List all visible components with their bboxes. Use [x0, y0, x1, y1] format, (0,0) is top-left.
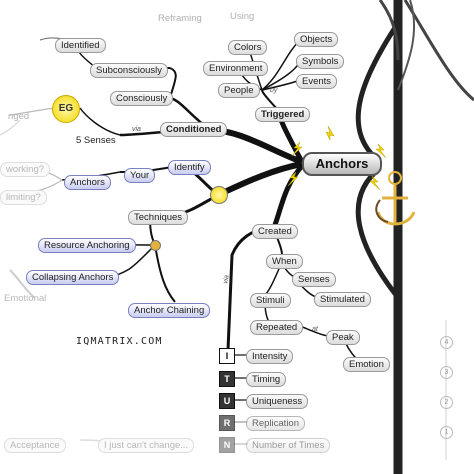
number-circle-3: 3 [440, 366, 453, 379]
node-replication[interactable]: Replication [246, 416, 305, 431]
connector-at: at [312, 326, 318, 333]
node-collapsing-anchors[interactable]: Collapsing Anchors [26, 270, 120, 285]
junction-dot-icon [150, 240, 161, 251]
node-senses[interactable]: Senses [292, 272, 336, 287]
node-your[interactable]: Your [124, 168, 156, 183]
node-uniqueness[interactable]: Uniqueness [246, 394, 309, 409]
iturn-letter-r: R [219, 415, 235, 431]
node-5-senses[interactable]: 5 Senses [76, 135, 116, 146]
node-events[interactable]: Events [296, 74, 338, 89]
node-people[interactable]: People [218, 83, 260, 98]
node-number-of-times[interactable]: Number of Times [246, 438, 331, 453]
anchor-icon [375, 171, 416, 226]
number-circle-1: 1 [440, 426, 453, 439]
node-peak[interactable]: Peak [326, 330, 360, 345]
faded-left-text: nged [8, 111, 30, 122]
node-anchor-chaining[interactable]: Anchor Chaining [128, 303, 211, 318]
node-stimuli[interactable]: Stimuli [250, 293, 291, 308]
node-identified[interactable]: Identified [55, 38, 106, 53]
faded-emotional: Emotional [4, 293, 47, 304]
node-consciously[interactable]: Consciously [110, 91, 174, 106]
faded-working: working? [0, 162, 51, 177]
iturn-letter-u: U [219, 393, 235, 409]
node-timing[interactable]: Timing [246, 372, 287, 387]
connector-by: by [270, 87, 278, 94]
node-colors[interactable]: Colors [228, 40, 268, 55]
faded-acceptance: Acceptance [4, 438, 66, 453]
node-resource-anchoring[interactable]: Resource Anchoring [38, 238, 136, 253]
iturn-letter-t: T [219, 371, 235, 387]
lightbulb-icon [210, 186, 228, 204]
central-node-anchors[interactable]: Anchors [302, 152, 382, 176]
lightning-icon [287, 125, 387, 191]
node-created[interactable]: Created [252, 224, 298, 239]
number-circle-4: 4 [440, 336, 453, 349]
node-techniques[interactable]: Techniques [128, 210, 189, 225]
node-conditioned[interactable]: Conditioned [160, 122, 228, 137]
node-symbols[interactable]: Symbols [296, 54, 345, 69]
connector-via: via [132, 126, 141, 133]
number-circle-2: 2 [440, 396, 453, 409]
node-objects[interactable]: Objects [294, 32, 339, 47]
node-intensity[interactable]: Intensity [246, 349, 294, 364]
eg-bulb-icon: EG [52, 95, 80, 123]
node-identify[interactable]: Identify [168, 160, 211, 175]
iturn-letter-n: N [219, 437, 235, 453]
node-when[interactable]: When [266, 254, 303, 269]
node-emotion[interactable]: Emotion [343, 357, 390, 372]
node-repeated[interactable]: Repeated [250, 320, 304, 335]
brand-watermark: IQMATRIX.COM [76, 336, 163, 347]
faded-reframing: Reframing [158, 13, 202, 24]
faded-i-just-cant-change: I just can't change... [98, 438, 195, 453]
iturn-letter-i: I [219, 348, 235, 364]
node-subconsciously[interactable]: Subconsciously [90, 63, 169, 78]
faded-limiting: limiting? [0, 190, 47, 205]
node-anchors-identify[interactable]: Anchors [64, 175, 111, 190]
node-environment[interactable]: Environment [203, 61, 269, 76]
node-stimulated[interactable]: Stimulated [314, 292, 371, 307]
node-triggered[interactable]: Triggered [255, 107, 311, 122]
faded-using: Using [230, 11, 255, 22]
